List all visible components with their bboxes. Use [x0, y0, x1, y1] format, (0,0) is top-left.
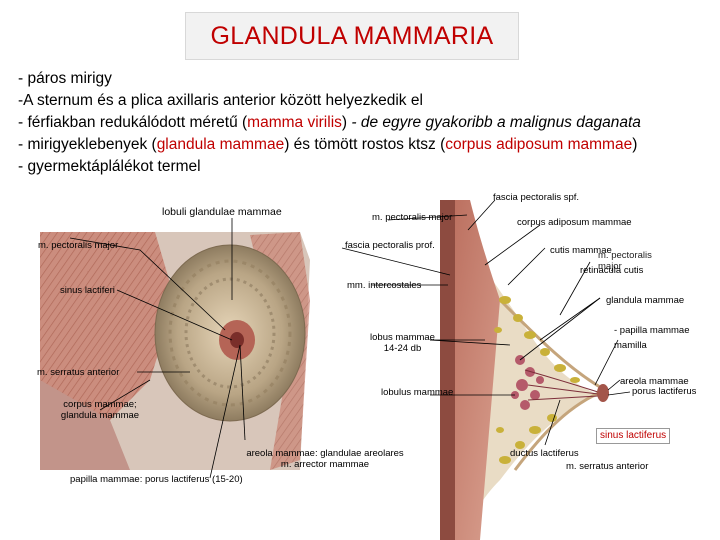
- label-sinus-lactiferus-box: sinus lactiferus: [596, 428, 671, 444]
- label-pectoralis-major-mid: m. pectoralis major: [372, 212, 453, 223]
- label-papilla-mammae-right: - papilla mammae: [614, 325, 690, 336]
- bullet-4-term-2: corpus adiposum mammae: [445, 136, 633, 153]
- lobuli-ring: [168, 259, 292, 407]
- pectoralis-muscle-left: [40, 232, 175, 440]
- label-serratus-left: m. serratus anterior: [37, 367, 120, 378]
- bullet-3-note: - de egyre gyakoribb a malignus daganata: [347, 114, 641, 131]
- label-fascia-pectoralis-prof: fascia pectoralis prof.: [345, 240, 435, 251]
- label-ductus-lactiferus: ductus lactiferus: [510, 448, 579, 459]
- label-porus-lactiferus: porus lactiferus: [632, 386, 697, 397]
- label-lobulus-mammae: lobulus mammae: [381, 387, 454, 398]
- bullet-3: - férfiakban redukálódott méretű (mamma …: [18, 112, 718, 134]
- bullet-4-term-1: glandula mammae: [156, 136, 285, 153]
- ductus-lines: [524, 369, 599, 401]
- leader-lines: [69, 199, 631, 479]
- bullet-3-close: ): [341, 114, 348, 131]
- label-lobuli: lobuli glandulae mammae: [162, 206, 282, 218]
- bullet-1: - páros mirigy: [18, 70, 112, 87]
- bullet-3-term: mamma virilis: [247, 114, 342, 131]
- papilla-left: [230, 332, 244, 348]
- bullet-4-close: ): [632, 136, 638, 153]
- label-glandula-mammae-right: glandula mammae: [606, 295, 685, 306]
- bullet-2: -A sternum és a plica axillaris anterior…: [18, 92, 423, 109]
- label-lobus-mammae-line2: 14-24 db: [383, 343, 422, 354]
- papilla-right: [597, 384, 609, 402]
- bullet-list: - páros mirigy -A sternum és a plica axi…: [18, 68, 718, 178]
- label-corpus-mammae-line1: corpus mammae;: [63, 399, 137, 410]
- label-cutis-mammae: cutis mammae: [550, 245, 612, 256]
- bullet-5: - gyermektáplálékot termel: [18, 158, 201, 175]
- label-pectoralis-overlap-text: m. pectoralis major: [598, 250, 652, 272]
- label-lobus-mammae: lobus mammae 14-24 db: [355, 332, 450, 354]
- left-breast-figure: [40, 232, 310, 470]
- bullet-4-mid: ) és tömött rostos ktsz (: [284, 136, 446, 153]
- label-corpus-mammae: corpus mammae; glandula mammae: [45, 399, 155, 421]
- label-retinacula-cutis: retinacula cutis: [580, 265, 644, 276]
- label-lobus-mammae-line1: lobus mammae: [370, 332, 435, 343]
- bullet-4-text: - mirigyeklebenyek (: [18, 136, 157, 153]
- label-areola-line2: m. arrector mammae: [280, 459, 370, 470]
- label-papilla-porus: papilla mammae: porus lactiferus (15-20): [70, 474, 243, 485]
- slide-title-box: GLANDULA MAMMARIA: [185, 12, 519, 60]
- label-sinus-lactiferi: sinus lactiferi: [60, 285, 115, 296]
- label-pectoralis-major-left: m. pectoralis major: [38, 240, 119, 251]
- label-fascia-pectoralis-spf: fascia pectoralis spf.: [493, 192, 580, 203]
- label-intercostales: mm. intercostales: [347, 280, 422, 291]
- label-corpus-mammae-line2: glandula mammae: [60, 410, 140, 421]
- bullet-3-text: - férfiakban redukálódott méretű (: [18, 114, 248, 131]
- slide-title: GLANDULA MAMMARIA: [210, 21, 494, 50]
- bullet-4: - mirigyeklebenyek (glandula mammae) és …: [18, 134, 718, 156]
- label-areola-line1: areola mammae: glandulae areolares: [246, 448, 404, 459]
- label-corpus-adiposum: corpus adiposum mammae: [517, 217, 632, 228]
- intercostal-muscle: [440, 200, 455, 540]
- label-areola-mammae: areola mammae: glandulae areolares m. ar…: [225, 448, 425, 470]
- label-mamilla: mamilla: [614, 340, 647, 351]
- lower-muscle-area: [40, 380, 130, 470]
- inner-lobuli-ring: [184, 277, 276, 389]
- label-areola-mammae-right: areola mammae: [620, 376, 689, 387]
- label-pectoralis-overlap: m. pectoralis major: [598, 250, 660, 275]
- label-serratus-right: m. serratus anterior: [566, 461, 649, 472]
